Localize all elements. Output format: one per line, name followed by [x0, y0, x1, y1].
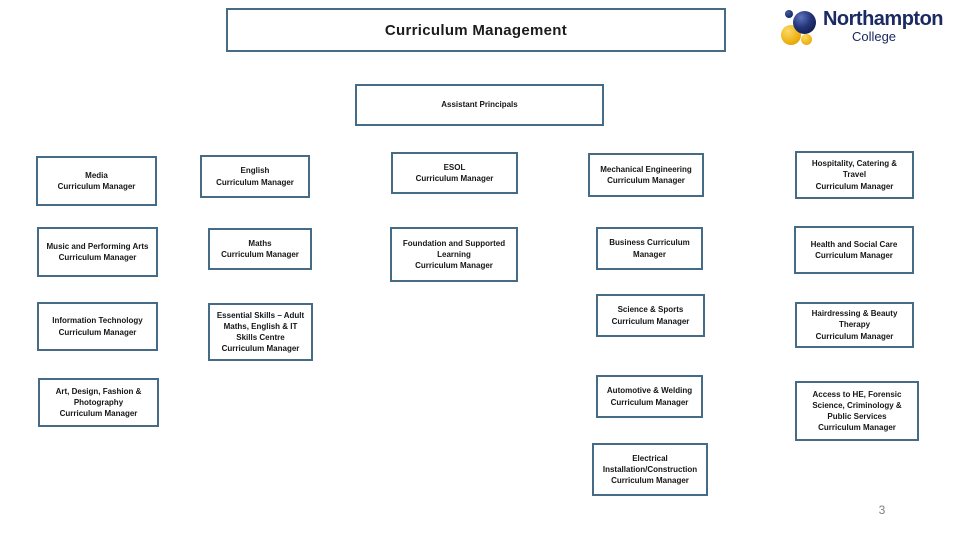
org-box-automotive-welding: Automotive & Welding Curriculum Manager	[596, 375, 703, 418]
org-box-music-performing-arts: Music and Performing Arts Curriculum Man…	[37, 227, 158, 277]
org-box-science-sports: Science & Sports Curriculum Manager	[596, 294, 705, 337]
org-box-health-social-care: Health and Social Care Curriculum Manage…	[794, 226, 914, 274]
org-box-foundation-supported-learning: Foundation and Supported Learning Curric…	[390, 227, 518, 282]
org-box-maths: Maths Curriculum Manager	[208, 228, 312, 270]
org-box-art-design-fashion-photography: Art, Design, Fashion & Photography Curri…	[38, 378, 159, 427]
logo-gold-small-circle-icon	[801, 34, 812, 45]
northampton-college-logo: Northampton College	[780, 6, 952, 54]
logo-subtitle: College	[851, 29, 897, 44]
org-box-hairdressing-beauty-therapy: Hairdressing & Beauty Therapy Curriculum…	[795, 302, 914, 348]
org-box-mechanical-engineering: Mechanical Engineering Curriculum Manage…	[588, 153, 704, 197]
logo-text: Northampton College	[816, 8, 950, 44]
org-box-media: Media Curriculum Manager	[36, 156, 157, 206]
org-box-information-technology: Information Technology Curriculum Manage…	[37, 302, 158, 351]
org-box-assistant-principals: Assistant Principals	[355, 84, 604, 126]
logo-title: Northampton	[822, 8, 944, 30]
slide-title-box: Curriculum Management	[226, 8, 726, 52]
org-box-esol: ESOL Curriculum Manager	[391, 152, 518, 194]
logo-navy-large-circle-icon	[793, 11, 816, 34]
org-box-essential-skills: Essential Skills – Adult Maths, English …	[208, 303, 313, 361]
logo-circles-icon	[780, 6, 816, 54]
logo-navy-small-circle-icon	[785, 10, 793, 18]
org-box-business: Business Curriculum Manager	[596, 227, 703, 270]
page-number: 3	[878, 503, 886, 517]
org-box-hospitality-catering-travel: Hospitality, Catering & Travel Curriculu…	[795, 151, 914, 199]
org-box-access-he-forensic-public-services: Access to HE, Forensic Science, Criminol…	[795, 381, 919, 441]
org-box-electrical-installation-construction: Electrical Installation/Construction Cur…	[592, 443, 708, 496]
org-box-english: English Curriculum Manager	[200, 155, 310, 198]
